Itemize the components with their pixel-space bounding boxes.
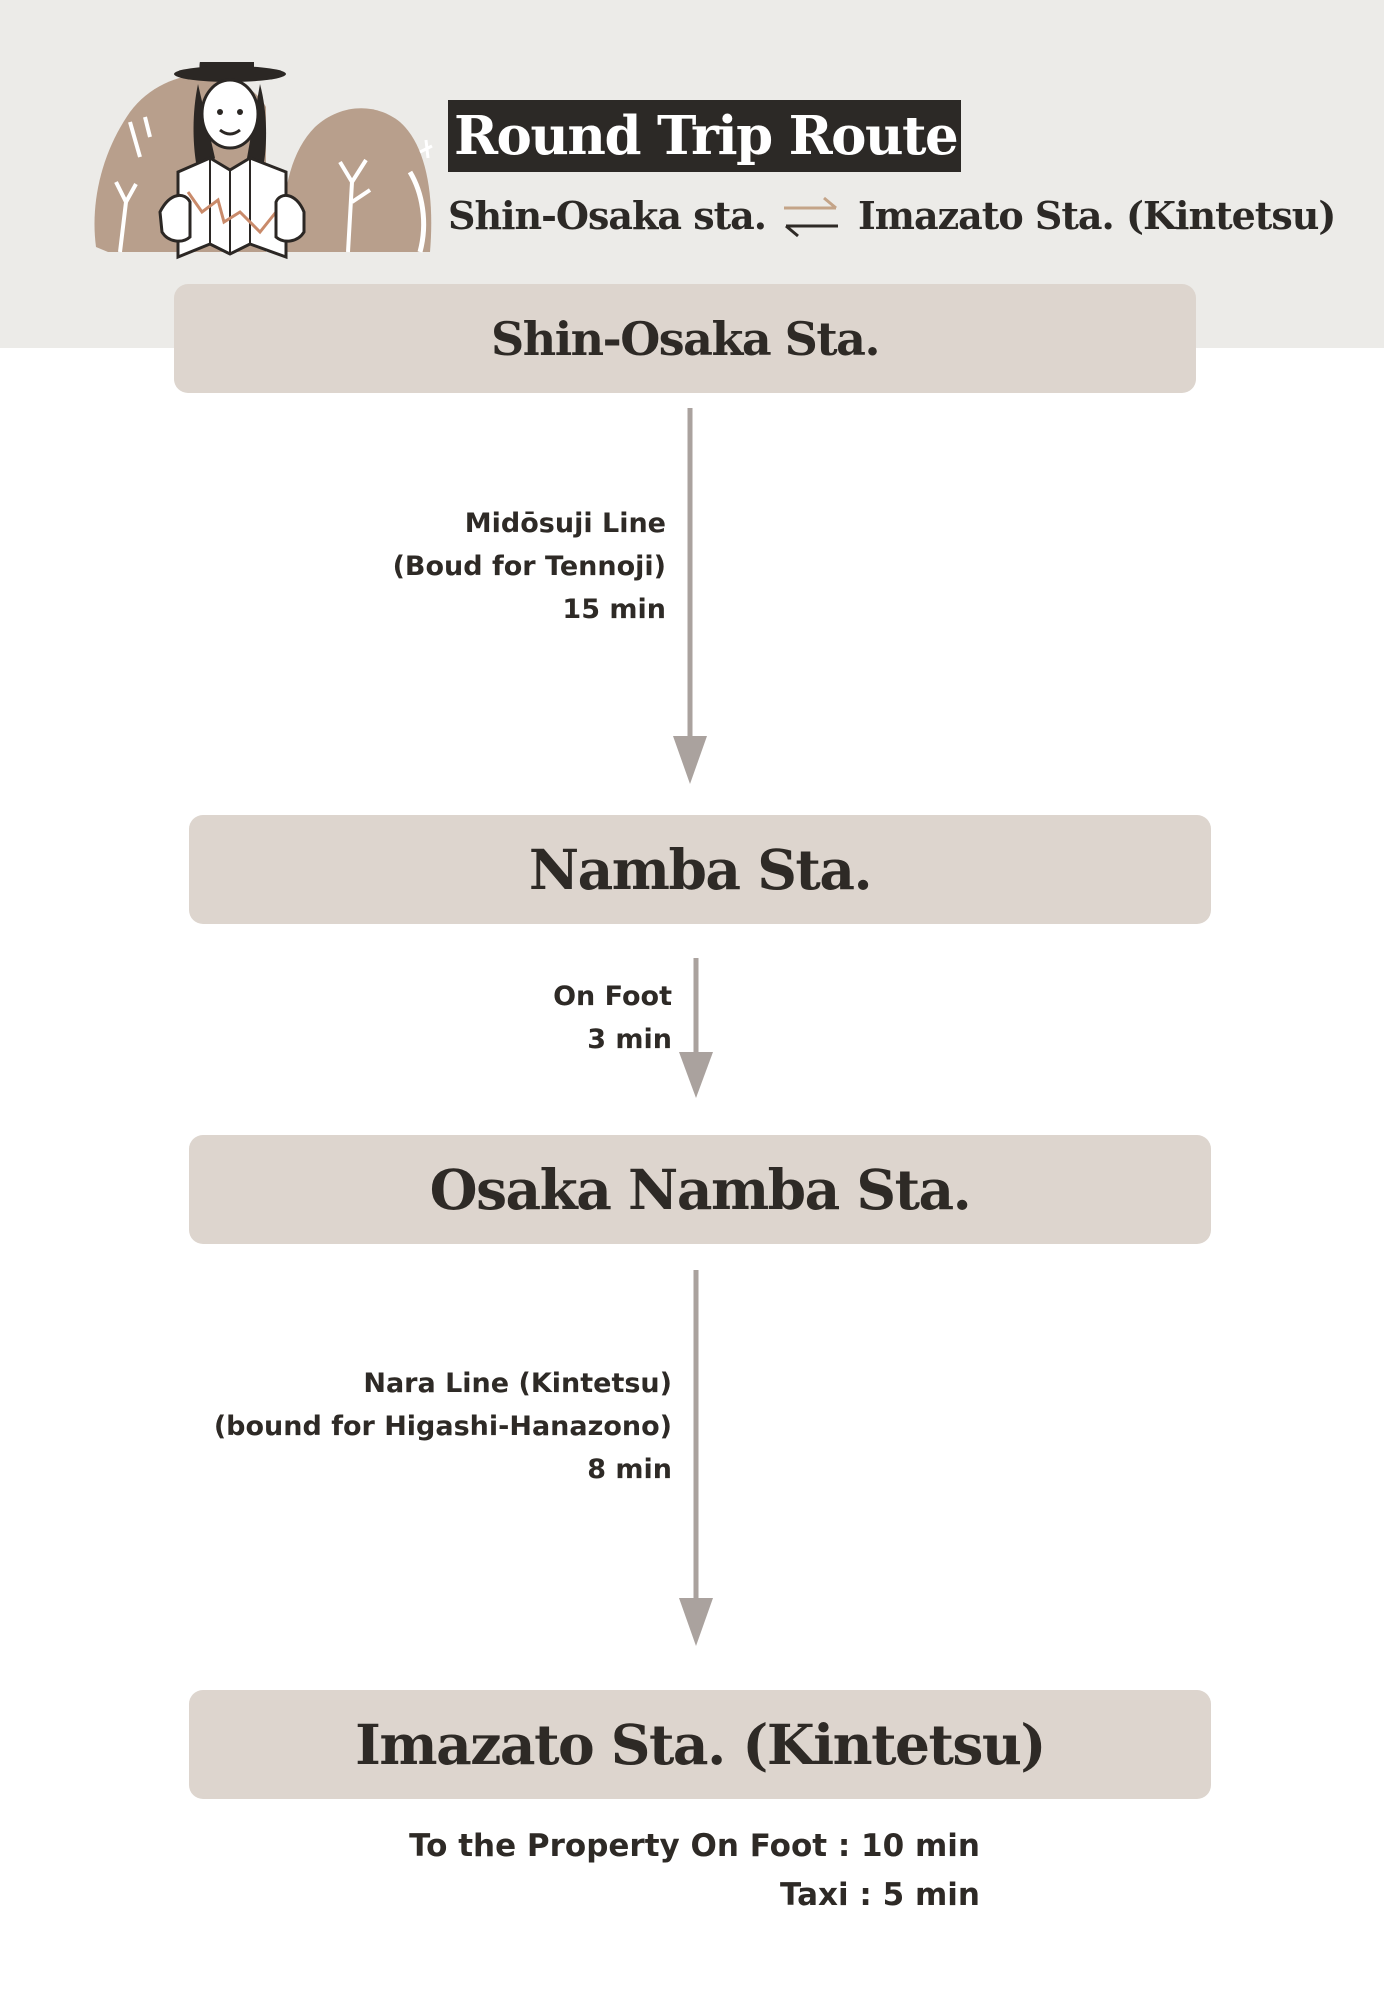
station-osaka-namba: Osaka Namba Sta. <box>189 1135 1211 1244</box>
route-summary: Shin-Osaka sta. Imazato Sta. (Kintetsu) <box>448 188 1348 244</box>
page-title: Round Trip Route <box>448 100 962 172</box>
two-way-arrows-icon <box>784 196 838 238</box>
walking-time: To the Property On Foot : 10 min <box>409 1828 980 1864</box>
leg-line: Midōsuji Line <box>464 508 666 539</box>
origin-label: Shin-Osaka sta. <box>448 193 767 238</box>
leg-duration: 15 min <box>562 594 666 625</box>
destination-label: Imazato Sta. (Kintetsu) <box>858 193 1336 238</box>
leg-line: (Boud for Tennoji) <box>392 551 666 582</box>
leg-line: On Foot <box>553 981 672 1012</box>
leg-osaka-namba-to-imazato: Nara Line (Kintetsu) (bound for Higashi-… <box>214 1362 672 1491</box>
leg-shin-osaka-to-namba: Midōsuji Line (Boud for Tennoji) 15 min <box>393 502 666 631</box>
down-arrow-icon <box>679 958 713 1098</box>
final-access-note: To the Property On Foot : 10 min Taxi : … <box>409 1822 980 1920</box>
station-name: Shin-Osaka Sta. <box>491 311 880 366</box>
down-arrow-icon <box>673 408 707 784</box>
station-namba: Namba Sta. <box>189 815 1211 924</box>
taxi-time: Taxi : 5 min <box>779 1877 980 1913</box>
station-name: Osaka Namba Sta. <box>429 1157 972 1222</box>
down-arrow-icon <box>679 1270 713 1646</box>
station-name: Imazato Sta. (Kintetsu) <box>355 1712 1046 1777</box>
leg-duration: 3 min <box>587 1024 672 1055</box>
station-shin-osaka: Shin-Osaka Sta. <box>174 284 1196 393</box>
station-imazato: Imazato Sta. (Kintetsu) <box>189 1690 1211 1799</box>
leg-namba-to-osaka-namba: On Foot 3 min <box>553 975 672 1061</box>
leg-line: (bound for Higashi-Hanazono) <box>213 1411 672 1442</box>
leg-duration: 8 min <box>587 1454 672 1485</box>
traveler-with-map-icon <box>94 62 433 260</box>
leg-line: Nara Line (Kintetsu) <box>363 1368 672 1399</box>
station-name: Namba Sta. <box>528 837 873 902</box>
